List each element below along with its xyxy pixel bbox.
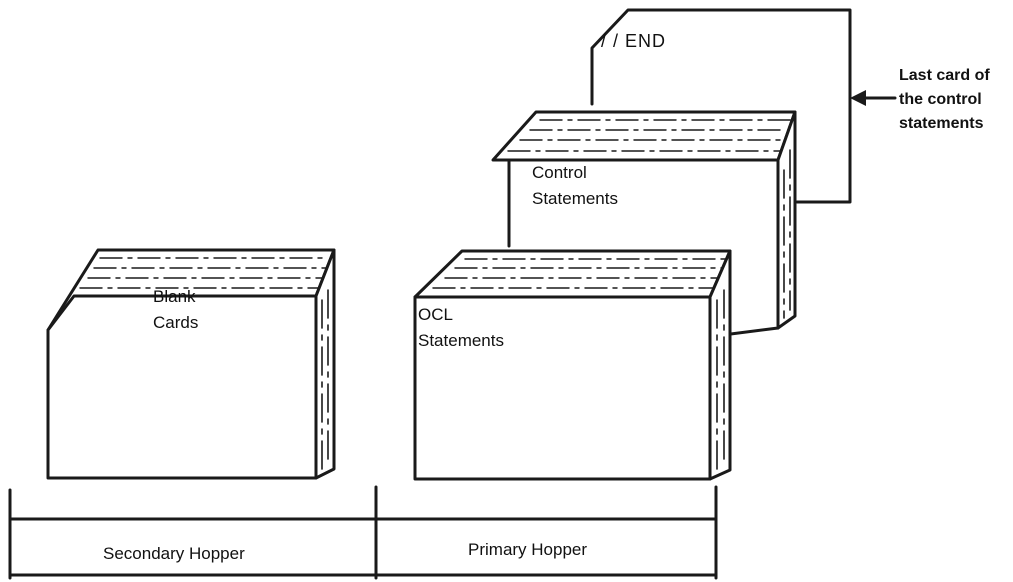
blank-deck-label-line1: Blank xyxy=(153,287,196,306)
callout-arrowhead xyxy=(850,90,866,106)
control-deck-top xyxy=(491,110,797,162)
control-deck-label-line1: Control xyxy=(532,163,587,182)
ocl-statements-deck: OCL Statements xyxy=(413,249,732,481)
callout-line2: the control xyxy=(899,91,982,108)
last-card-callout: Last card of the control statements xyxy=(850,67,990,132)
ocl-deck-label-line2: Statements xyxy=(418,331,504,350)
control-deck-label-line2: Statements xyxy=(532,189,618,208)
ocl-deck-front xyxy=(413,295,712,481)
ocl-deck-label-line1: OCL xyxy=(418,305,453,324)
hopper-baseline: Secondary Hopper Primary Hopper xyxy=(8,485,718,580)
end-card-label: / / END xyxy=(601,31,666,51)
callout-line3: statements xyxy=(899,115,984,132)
control-statements-deck: Control Statements xyxy=(491,110,797,338)
callout-line1: Last card of xyxy=(899,67,990,84)
primary-hopper-label: Primary Hopper xyxy=(468,540,587,559)
end-card: / / END xyxy=(590,8,852,204)
blank-deck-label-line2: Cards xyxy=(153,313,198,332)
blank-deck-front xyxy=(46,294,318,480)
ocl-deck-top xyxy=(413,249,732,299)
blank-cards-deck: Blank Cards xyxy=(46,248,336,480)
secondary-hopper-label: Secondary Hopper xyxy=(103,544,245,563)
